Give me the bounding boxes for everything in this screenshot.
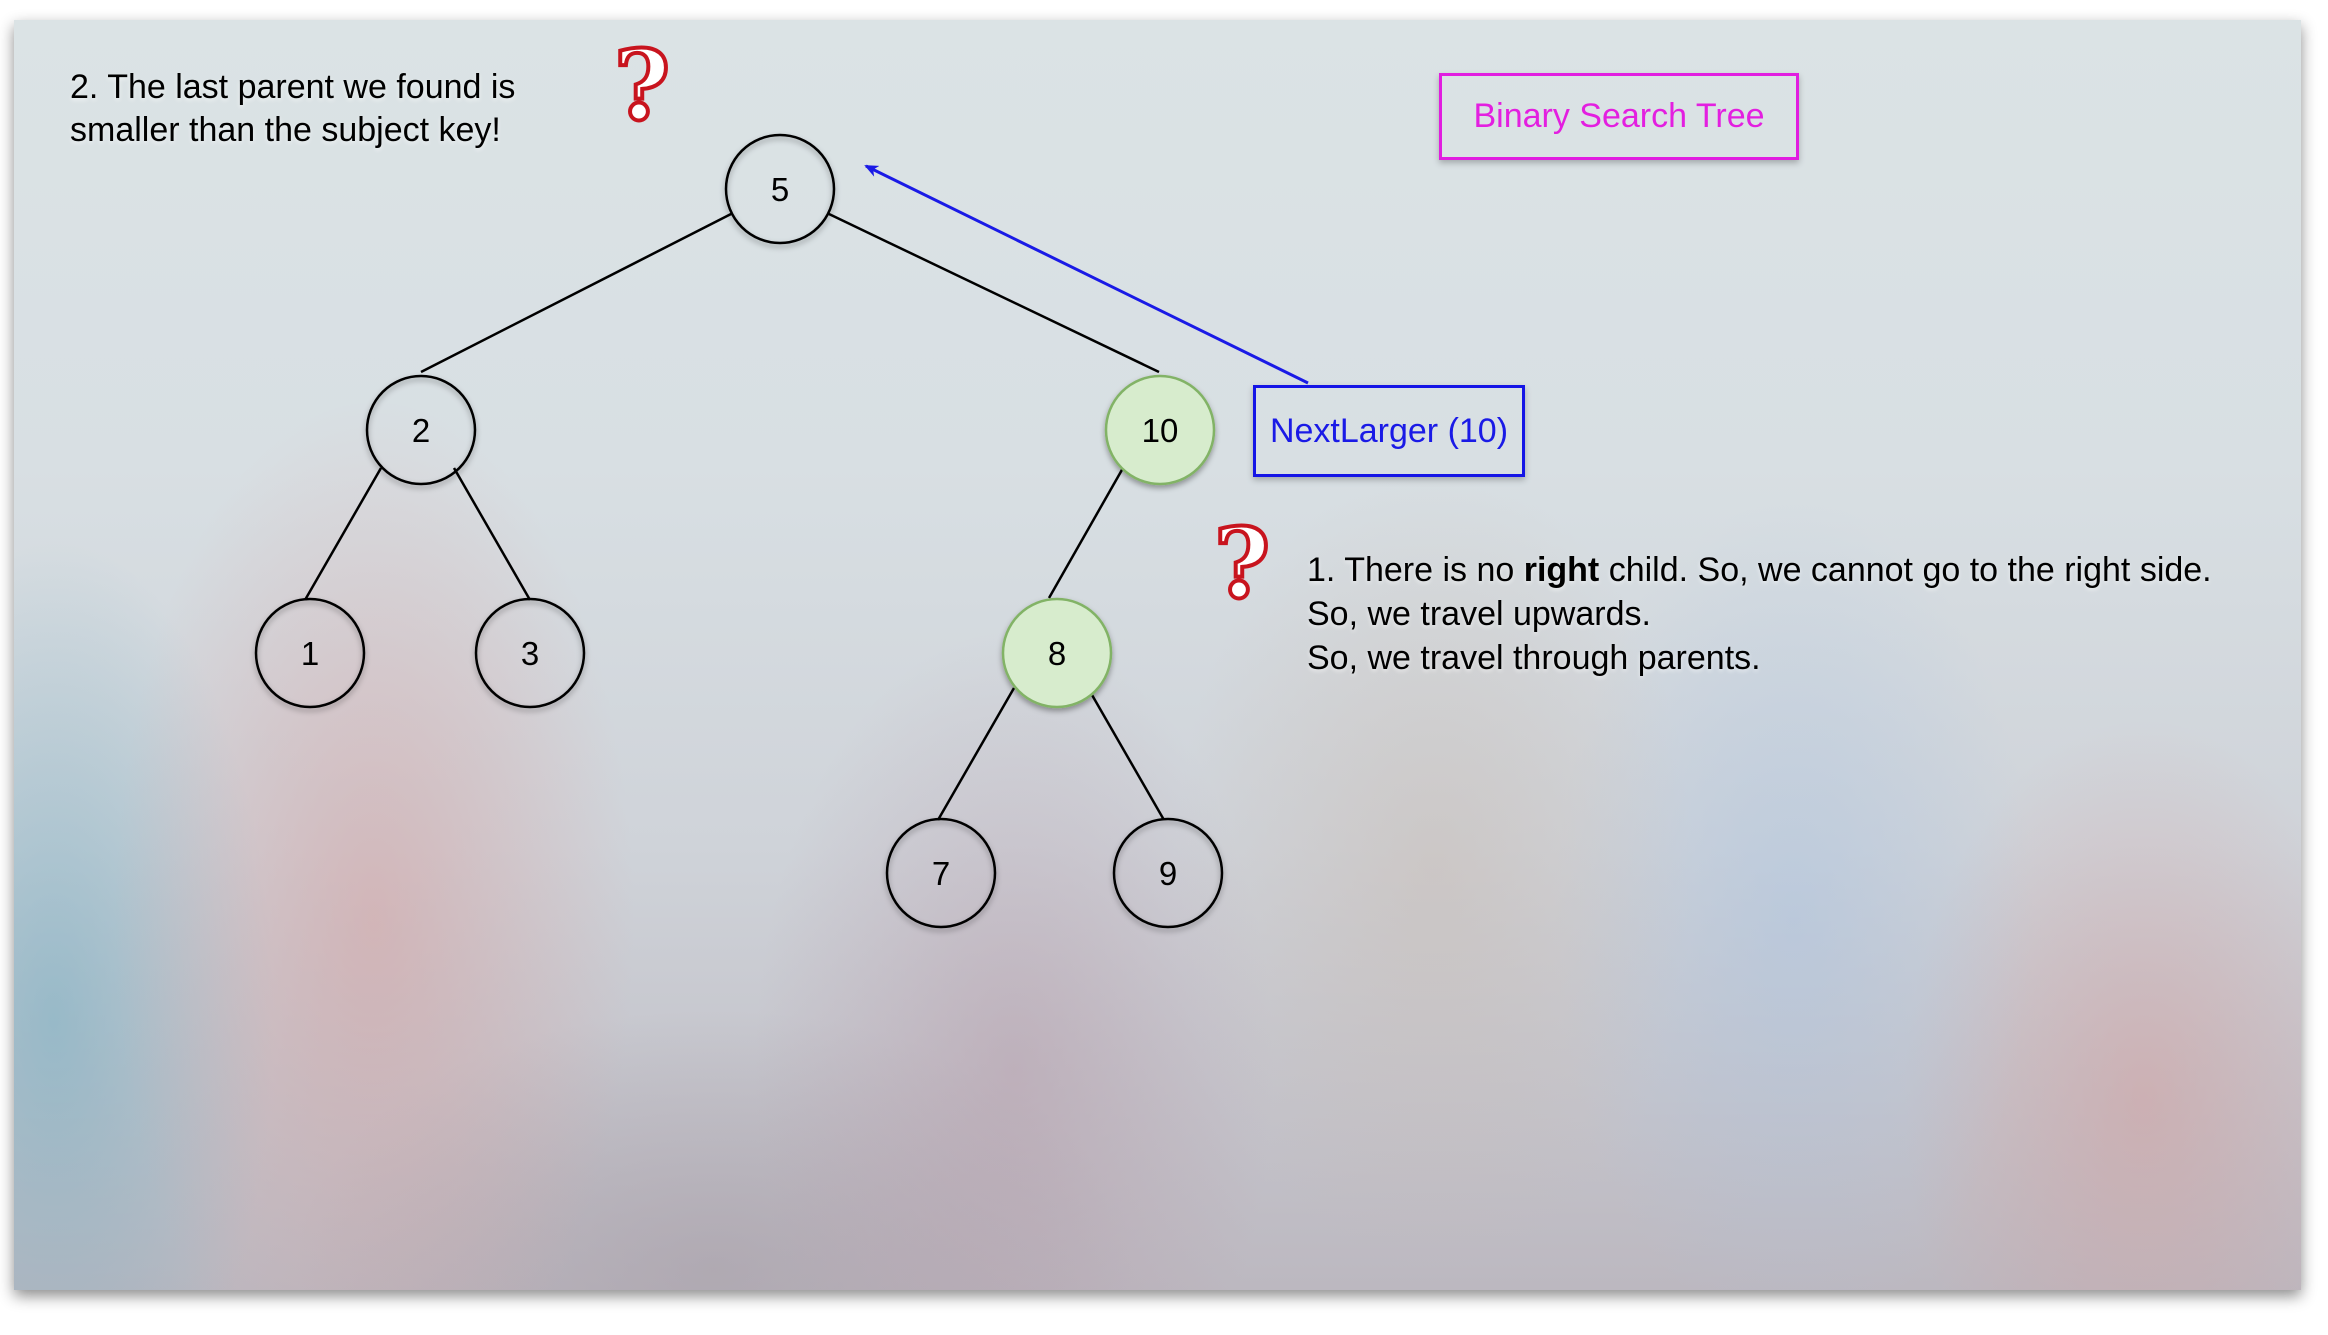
note-line1-post: child. So, we cannot go to the right sid… bbox=[1599, 551, 2212, 589]
question-mark-icon: ? bbox=[612, 29, 672, 142]
note-last-parent-line2: smaller than the subject key! bbox=[70, 111, 501, 149]
note-no-right-child-line3: So, we travel through parents. bbox=[1307, 639, 1761, 677]
edge-10-8 bbox=[1047, 467, 1125, 599]
tree-node-8 bbox=[1001, 597, 1113, 709]
note-no-right-child: 1. There is no right child. So, we canno… bbox=[1307, 548, 2297, 680]
node-label-3: 3 bbox=[521, 635, 539, 672]
note-no-right-child-line1: 1. There is no right child. So, we canno… bbox=[1307, 548, 2297, 592]
tree-node-3 bbox=[474, 597, 586, 709]
tree-node-10 bbox=[1104, 374, 1216, 486]
diagram-title-text: Binary Search Tree bbox=[1473, 97, 1765, 135]
node-label-1: 1 bbox=[301, 635, 319, 672]
node-label-8: 8 bbox=[1048, 635, 1066, 672]
tree-node-7 bbox=[885, 817, 997, 929]
node-label-2: 2 bbox=[412, 412, 430, 449]
edges bbox=[303, 212, 1166, 821]
next-larger-arrow bbox=[864, 164, 1309, 385]
node-label-5: 5 bbox=[771, 171, 789, 208]
note-no-right-child-line2: So, we travel upwards. bbox=[1307, 595, 1651, 633]
note-line1-pre: 1. There is no bbox=[1307, 551, 1524, 589]
node-label-9: 9 bbox=[1159, 855, 1177, 892]
edge-2-3 bbox=[452, 467, 532, 601]
edge-5-2 bbox=[420, 212, 732, 374]
node-label-10: 10 bbox=[1142, 412, 1179, 449]
tree-node-1 bbox=[254, 597, 366, 709]
edge-2-1 bbox=[303, 467, 383, 601]
nodes: 5 2 10 1 3 8 7 bbox=[254, 133, 1224, 929]
edge-5-10 bbox=[828, 212, 1160, 374]
note-line1-bold: right bbox=[1523, 551, 1600, 589]
note-last-parent-line1: 2. The last parent we found is bbox=[70, 68, 516, 106]
question-mark-icon: ? bbox=[1212, 507, 1272, 620]
tree-node-5 bbox=[724, 133, 836, 245]
node-label-7: 7 bbox=[932, 855, 950, 892]
edge-8-7 bbox=[936, 687, 1016, 821]
slide-canvas: 5 2 10 1 3 8 7 bbox=[14, 20, 2301, 1290]
tree-node-2 bbox=[365, 374, 477, 486]
edge-8-9 bbox=[1086, 687, 1166, 821]
tree-node-9 bbox=[1112, 817, 1224, 929]
next-larger-box: NextLarger (10) bbox=[1253, 385, 1525, 477]
next-larger-label: NextLarger (10) bbox=[1269, 411, 1509, 450]
note-last-parent: 2. The last parent we found is smaller t… bbox=[70, 66, 610, 152]
diagram-title: Binary Search Tree bbox=[1439, 73, 1799, 160]
tree-diagram: 5 2 10 1 3 8 7 bbox=[254, 133, 1309, 929]
